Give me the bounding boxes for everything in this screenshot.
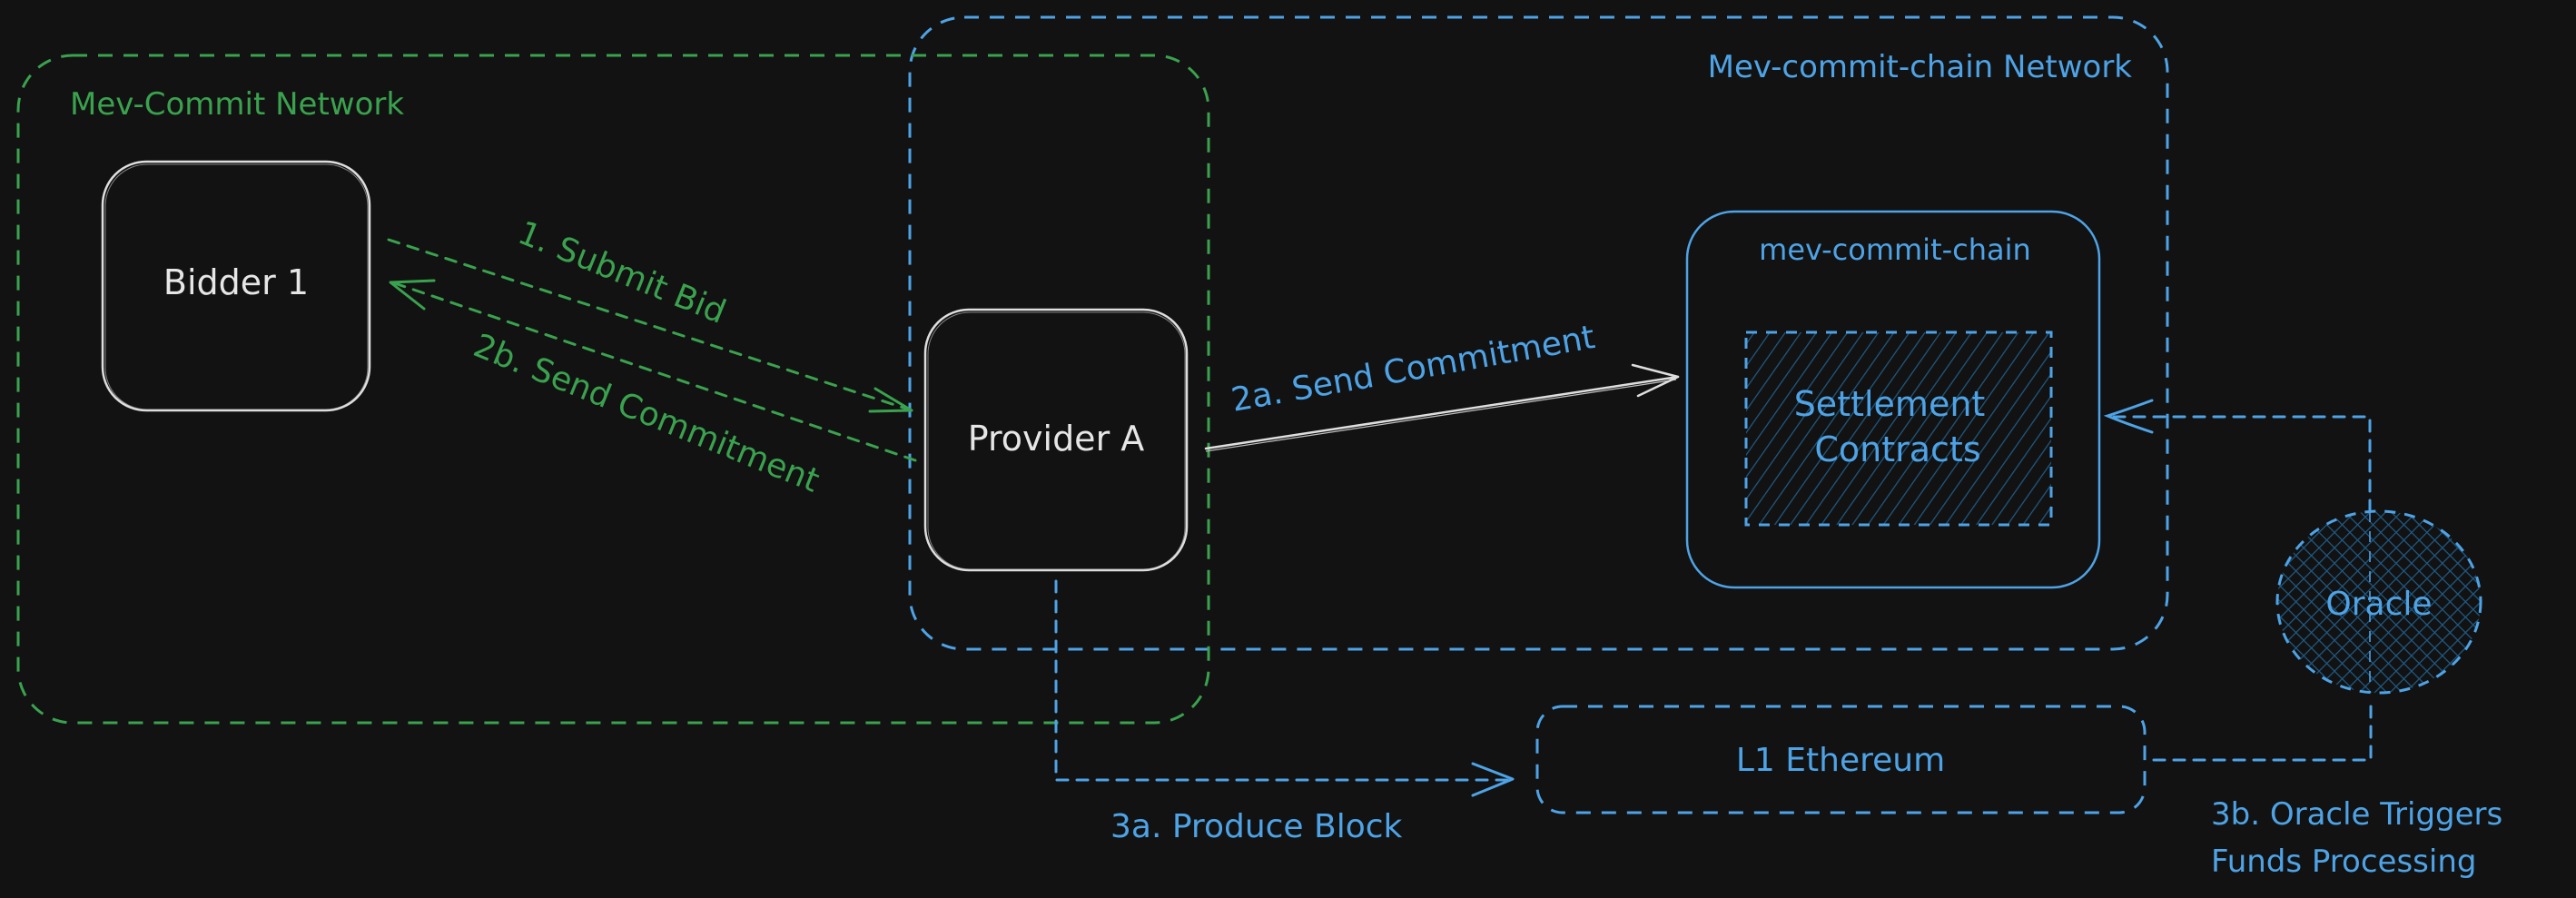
oracle-triggers-label-line2: Funds Processing <box>2211 844 2476 880</box>
edge-send-commitment-bidder[interactable]: 2b. Send Commitment <box>389 279 917 500</box>
settlement-contracts-label-line1: Settlement <box>1794 384 1986 424</box>
edge-submit-bid[interactable]: 1. Submit Bid <box>387 214 913 413</box>
oracle-triggers-label-line1: 3b. Oracle Triggers <box>2211 796 2502 833</box>
l1-ethereum-node[interactable]: L1 Ethereum <box>1535 705 2147 814</box>
l1-ethereum-box[interactable] <box>1535 705 2147 814</box>
oracle-to-chain-arrowhead-icon <box>2103 399 2154 434</box>
submit-bid-label: 1. Submit Bid <box>513 214 731 331</box>
bidder-label: Bidder 1 <box>163 262 309 302</box>
oracle-to-chain-line[interactable] <box>2107 415 2372 513</box>
produce-block-arrowhead-icon <box>1471 762 1515 797</box>
settlement-contracts-box[interactable] <box>1744 331 2053 527</box>
oracle-fill <box>2277 511 2481 693</box>
send-commitment-bidder-arrowhead-icon <box>389 279 436 311</box>
mev-commit-network-label: Mev-Commit Network <box>70 86 404 123</box>
submit-bid-arrowhead-icon <box>868 387 913 413</box>
bidder-box[interactable] <box>101 160 371 412</box>
edge-produce-block[interactable]: 3a. Produce Block <box>1054 579 1515 845</box>
mev-commit-network-group: Mev-Commit Network <box>16 54 1210 725</box>
edge-oracle-triggers[interactable]: 3b. Oracle Triggers Funds Processing <box>2103 399 2502 880</box>
send-commitment-bidder-line[interactable] <box>390 281 917 462</box>
send-commitment-chain-line[interactable] <box>1204 375 1680 450</box>
oracle-node[interactable]: Oracle <box>2275 509 2482 695</box>
settlement-contracts-fill <box>1746 332 2051 525</box>
produce-block-label: 3a. Produce Block <box>1110 808 1403 845</box>
mev-commit-chain-network-label: Mev-commit-chain Network <box>1708 49 2133 85</box>
l1-to-oracle-line[interactable] <box>2152 696 2373 762</box>
provider-box[interactable] <box>923 308 1189 572</box>
oracle-label: Oracle <box>2325 586 2432 623</box>
mev-commit-chain-node[interactable]: mev-commit-chain Settlement Contracts <box>1685 210 2101 589</box>
edge-send-commitment-chain[interactable]: 2a. Send Commitment <box>1204 319 1680 452</box>
oracle-circle[interactable] <box>2275 509 2482 695</box>
submit-bid-line[interactable] <box>387 238 913 412</box>
mev-commit-network-border <box>16 54 1210 725</box>
provider-node[interactable]: Provider A <box>923 308 1189 572</box>
mev-commit-chain-network-border <box>908 15 2169 651</box>
send-commitment-bidder-label: 2b. Send Commitment <box>469 327 824 499</box>
mev-commit-chain-label: mev-commit-chain <box>1759 232 2031 267</box>
produce-block-line[interactable] <box>1054 579 1513 782</box>
l1-ethereum-label: L1 Ethereum <box>1736 742 1945 779</box>
bidder-node[interactable]: Bidder 1 <box>101 160 371 412</box>
settlement-contracts-label-line2: Contracts <box>1814 429 1980 469</box>
send-commitment-chain-arrowhead-icon <box>1631 363 1680 398</box>
send-commitment-chain-label: 2a. Send Commitment <box>1229 319 1597 419</box>
mev-commit-chain-network-group: Mev-commit-chain Network <box>908 15 2169 651</box>
settlement-contracts-node[interactable]: Settlement Contracts <box>1744 331 2053 527</box>
provider-label: Provider A <box>968 419 1145 459</box>
